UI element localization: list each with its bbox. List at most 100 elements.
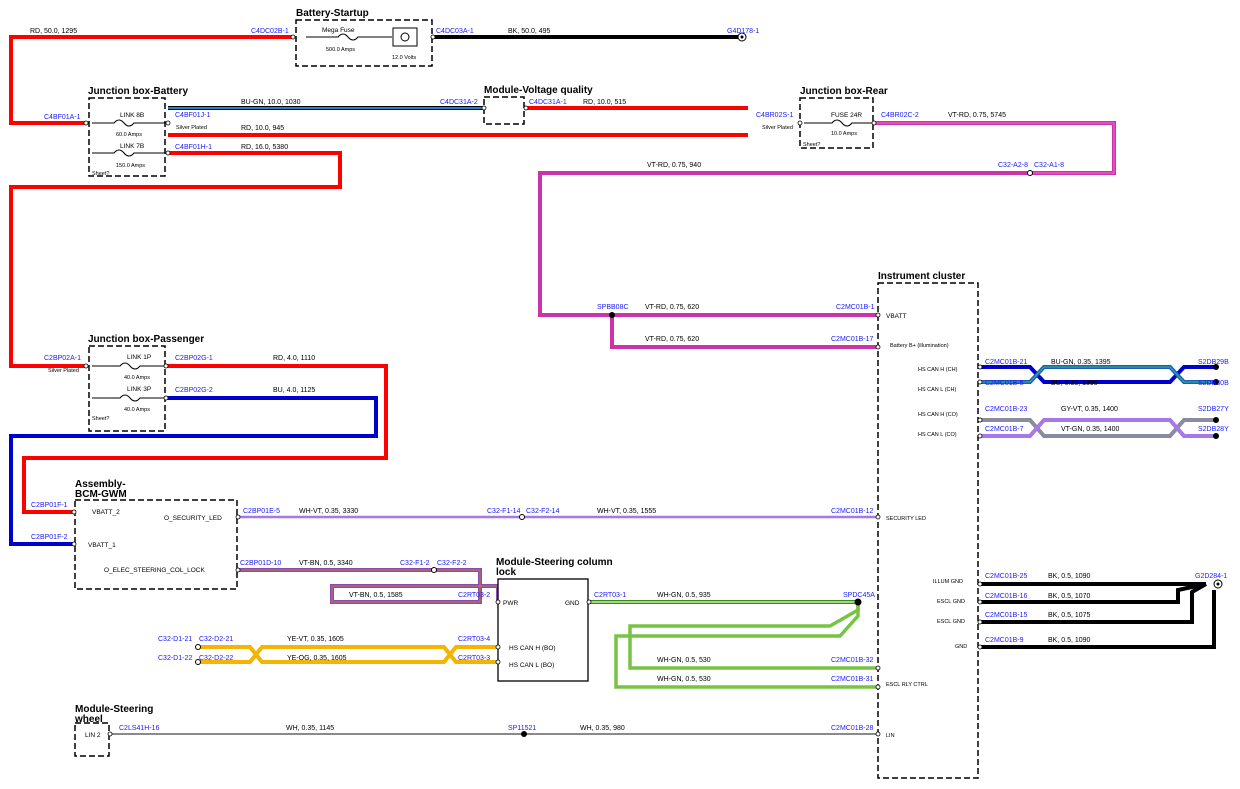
wire-vt-bn-stripe xyxy=(237,569,498,603)
ic-pin-gnd: GND xyxy=(955,644,967,650)
scl-pin-can-l: HS CAN L (BO) xyxy=(509,662,554,669)
wire-vt-rd-940[interactable] xyxy=(538,171,1030,317)
pin-terminal xyxy=(797,120,803,126)
steering-wheel-title-1: Module-Steering xyxy=(75,704,153,715)
wire-vt-rd-5745[interactable] xyxy=(874,121,1116,175)
wire-bk-escl1[interactable] xyxy=(980,582,1207,604)
wire-label-w23: WH, 0.35, 980 xyxy=(580,725,625,732)
conn-c4dc03a1: C4DC03A-1 xyxy=(436,28,474,35)
pin-terminal xyxy=(163,395,169,401)
mega-fuse-label: Mega Fuse xyxy=(322,27,355,34)
conn-spdc45a: SPDC45A xyxy=(843,592,875,599)
inline-c32-a-icon[interactable] xyxy=(1027,170,1033,176)
pin-terminal xyxy=(977,433,983,439)
inline-c32-f2-icon[interactable] xyxy=(431,567,437,573)
wire-vt-rd-620-b[interactable] xyxy=(610,315,878,349)
splice-s2db30b[interactable] xyxy=(1213,379,1219,385)
ic-pin-escl-rly: ESCL RLY CTRL xyxy=(886,682,928,688)
ground-g4d178-icon-inner xyxy=(740,35,744,39)
pin-terminal xyxy=(875,684,881,690)
ic-pin-escl-gnd-2: ESCL GND xyxy=(937,619,965,625)
junction-box-battery-title: Junction box-Battery xyxy=(88,86,188,97)
splice-s2db27y[interactable] xyxy=(1213,417,1219,423)
junction-box-rear-sheet: Sheet? xyxy=(803,142,820,148)
conn-c2mc01b31: C2MC01B-31 xyxy=(831,676,874,683)
splice-spbb08c[interactable] xyxy=(609,312,615,318)
mega-fuse-rating: 500.0 Amps xyxy=(326,47,355,53)
pin-terminal xyxy=(977,364,983,370)
wire-bk-gnd[interactable] xyxy=(980,590,1216,649)
wire-bu-gn-can[interactable] xyxy=(980,365,1214,384)
steering-column-lock-title-1: Module-Steering column xyxy=(496,557,613,568)
link-7b-fuse-icon xyxy=(92,149,165,157)
splice-s2db28y[interactable] xyxy=(1213,433,1219,439)
junction-box-battery-box[interactable] xyxy=(88,97,166,177)
pin-terminal xyxy=(235,567,241,573)
steering-column-lock-box[interactable] xyxy=(497,578,589,682)
conn-c4dc31a2: C4DC31A-2 xyxy=(440,99,478,106)
ic-pin-can-l-co: HS CAN L (CO) xyxy=(918,432,957,438)
wire-rd-4[interactable] xyxy=(22,364,388,514)
inline-c32-d1-22-icon[interactable] xyxy=(195,659,201,665)
voltage-quality-title: Module-Voltage quality xyxy=(484,85,593,96)
steering-wheel-box[interactable] xyxy=(74,722,110,757)
voltage-quality-box[interactable] xyxy=(483,96,525,125)
wire-bk-escl2[interactable] xyxy=(980,582,1207,624)
conn-c2mc01b1: C2MC01B-1 xyxy=(836,304,875,311)
junction-box-passenger-title: Junction box-Passenger xyxy=(88,334,204,345)
wire-rd-16[interactable] xyxy=(9,151,342,368)
junction-box-passenger-box[interactable] xyxy=(88,345,166,432)
splices xyxy=(195,32,1223,737)
wire-label-w12: BU, 4.0, 1125 xyxy=(273,387,315,394)
wire-label-w5: RD, 10.0, 945 xyxy=(241,125,284,132)
pin-terminal xyxy=(495,599,501,605)
link-3p-fuse-icon xyxy=(92,394,165,402)
conn-c4dc02b1: C4DC02B-1 xyxy=(251,28,289,35)
wire-label-w31: BK, 0.5, 1090 xyxy=(1048,637,1091,644)
pin-terminal xyxy=(107,731,113,737)
conn-c2rt034: C2RT03-4 xyxy=(458,636,490,643)
conn-c2ls41h16: C2LS41H-16 xyxy=(119,725,160,732)
bcm-pin-steering-lock: O_ELEC_STEERING_COL_LOCK xyxy=(104,567,205,574)
conn-c2mc01b5: C2MC01B-5 xyxy=(985,380,1024,387)
splice-sp11521[interactable] xyxy=(521,731,527,737)
wire-vt-gn-can[interactable] xyxy=(980,418,1214,438)
conn-c2mc01b12: C2MC01B-12 xyxy=(831,508,874,515)
scl-pin-pwr: PWR xyxy=(503,600,518,607)
components: Battery-Startup Mega Fuse 500.0 Amps 12.… xyxy=(48,8,979,779)
link-7b-rating: 150.0 Amps xyxy=(116,163,145,169)
instrument-cluster-box[interactable] xyxy=(877,282,979,779)
pin-terminal xyxy=(875,312,881,318)
connector-labels: C4DC02B-1 C4DC03A-1 G4D178-1 C4BF01A-1 C… xyxy=(31,28,1229,732)
wire-label-w9: VT-RD, 0.75, 620 xyxy=(645,304,699,311)
splice-s2db29b[interactable] xyxy=(1213,364,1219,370)
wire-wh-gn-530-b[interactable] xyxy=(614,602,878,689)
pin-terminal xyxy=(495,659,501,665)
wire-ye-vt[interactable] xyxy=(198,645,498,664)
battery-icon-terminal xyxy=(400,32,410,42)
wire-label-w24: BU-GN, 0.35, 1395 xyxy=(1051,359,1111,366)
inline-c32-f1-icon[interactable] xyxy=(519,514,525,520)
wire-label-w11: RD, 4.0, 1110 xyxy=(273,355,315,362)
splice-spdc45a[interactable] xyxy=(854,598,862,606)
ic-pin-escl-gnd-1: ESCL GND xyxy=(937,599,965,605)
link-7b-label: LINK 7B xyxy=(120,143,144,150)
wire-bu-4[interactable] xyxy=(9,396,378,546)
conn-c32f214: C32-F2-14 xyxy=(526,508,560,515)
scl-pin-can-h: HS CAN H (BO) xyxy=(509,645,556,652)
wire-gy-vt-can[interactable] xyxy=(980,418,1214,438)
pin-terminal xyxy=(977,599,983,605)
fuse-24r-label: FUSE 24R xyxy=(831,112,862,119)
bcm-gwm-box[interactable] xyxy=(74,499,238,590)
pin-terminal xyxy=(875,665,881,671)
wire-ye-og[interactable] xyxy=(198,645,498,664)
wire-label-w14: WH-VT, 0.35, 1555 xyxy=(597,508,656,515)
conn-c4bf01h1: C4BF01H-1 xyxy=(175,144,212,151)
inline-c32-d1-21-icon[interactable] xyxy=(195,644,201,650)
wire-battery-red[interactable] xyxy=(9,35,293,125)
junction-box-passenger-sheet: Sheet? xyxy=(92,416,109,422)
link-1p-rating: 40.0 Amps xyxy=(124,375,150,381)
pin-terminal xyxy=(83,363,89,369)
conn-c2mc01b15: C2MC01B-15 xyxy=(985,612,1028,619)
